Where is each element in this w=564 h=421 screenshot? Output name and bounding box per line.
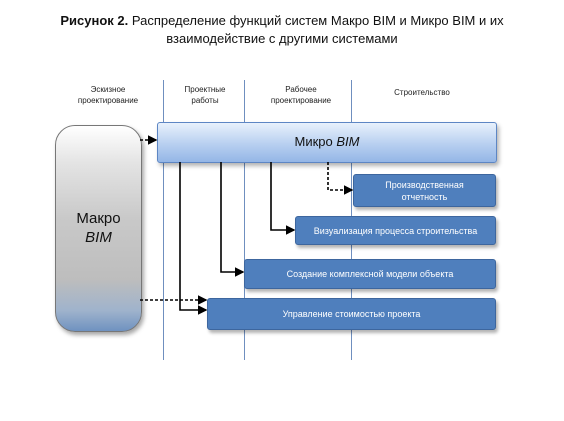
arrow-micro-to-reporting <box>327 162 354 195</box>
phase-working-design: Рабочее проектирование <box>256 84 346 106</box>
box-production-reporting: Производственная отчетность <box>353 174 496 207</box>
macro-bim-block: Макро BIM <box>55 125 142 332</box>
phase-label-line: проектирование <box>270 96 332 105</box>
phase-label-line: проектирование <box>77 96 139 105</box>
micro-bim-label: Микро BIM <box>294 134 360 149</box>
phase-design-works: Проектные работы <box>168 84 242 106</box>
phase-divider-1 <box>163 80 164 360</box>
phase-label-line: работы <box>191 96 219 105</box>
box-label-line: Создание комплексной модели объекта <box>286 269 454 279</box>
box-complex-model: Создание комплексной модели объекта <box>244 259 496 289</box>
box-cost-management: Управление стоимостью проекта <box>207 298 496 330</box>
title-line-1: Распределение функций систем Макро BIM и… <box>128 13 504 28</box>
figure-number: Рисунок 2. <box>60 13 129 28</box>
phase-label-line: Строительство <box>394 88 450 97</box>
box-label-line: отчетность <box>401 191 448 202</box>
box-label-line: Визуализация процесса строительства <box>313 225 478 236</box>
box-construction-visualization: Визуализация процесса строительства <box>295 216 496 245</box>
arrow-micro-to-cost <box>179 162 208 315</box>
phase-divider-2 <box>244 80 245 360</box>
phase-label-line: Рабочее <box>285 85 317 94</box>
box-label-line: Управление стоимостью проекта <box>282 309 421 319</box>
arrow-micro-to-visualization <box>270 162 296 235</box>
macro-label-line-2: BIM <box>85 229 112 246</box>
phase-sketch-design: Эскизное проектирование <box>58 84 158 106</box>
title-line-2: взаимодействие с другими системами <box>166 31 398 46</box>
box-label-line: Производственная <box>385 179 464 190</box>
macro-label-line-1: Макро <box>76 210 121 227</box>
figure-title: Рисунок 2. Распределение функций систем … <box>0 12 564 48</box>
arrow-micro-to-model <box>220 162 245 277</box>
micro-bim-bar: Микро BIM <box>157 122 497 163</box>
phase-label-line: Эскизное <box>90 85 126 94</box>
phase-construction: Строительство <box>372 87 472 98</box>
phase-label-line: Проектные <box>184 85 226 94</box>
